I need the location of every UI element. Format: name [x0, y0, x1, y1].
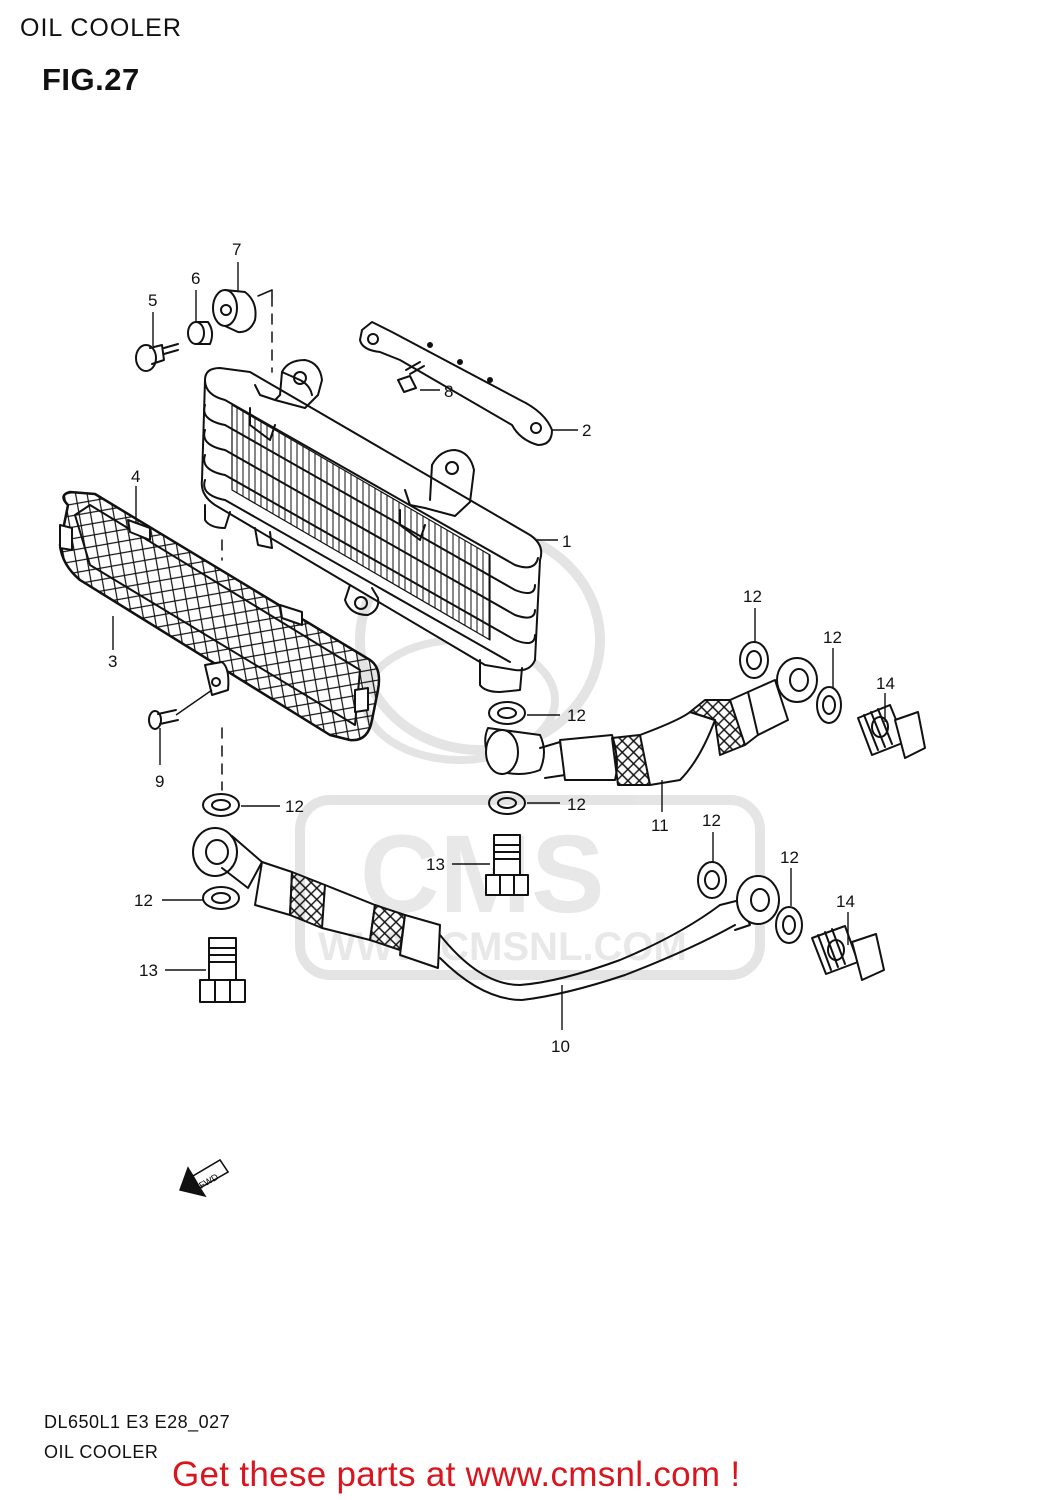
grommet-part-7 [212, 289, 257, 334]
callout-13-a: 13 [426, 855, 445, 874]
bolt-part-5 [135, 343, 179, 372]
callout-6: 6 [191, 269, 200, 288]
callout-13-b: 13 [139, 961, 158, 980]
callout-12-b: 12 [823, 628, 842, 647]
washer-part-12-c [488, 701, 526, 725]
washer-part-12-d [488, 791, 526, 815]
washer-part-12-h [775, 906, 803, 944]
callout-2: 2 [582, 421, 591, 440]
callout-4: 4 [131, 467, 140, 486]
union-bolt-part-13-b [199, 937, 246, 1003]
callout-3: 3 [108, 652, 117, 671]
washer-part-12-a [739, 641, 769, 679]
model-code: DL650L1 E3 E28_027 [44, 1412, 231, 1432]
washer-part-12-b [816, 686, 842, 724]
page-title: OIL COOLER [20, 14, 182, 42]
screen-guard-part-3 [58, 490, 381, 742]
washer-part-12-e [202, 793, 240, 817]
banjo-bolt-part-14-a [857, 704, 926, 759]
bracket-part-2 [359, 321, 553, 446]
callout-12-h: 12 [134, 891, 153, 910]
callout-12-f: 12 [702, 811, 721, 830]
collar-part-6 [187, 321, 214, 345]
callout-12-e: 12 [285, 797, 304, 816]
union-bolt-part-13-a [485, 834, 529, 896]
oil-hose-part-11 [484, 657, 818, 786]
callout-14-a: 14 [876, 674, 895, 693]
callout-12-d: 12 [567, 795, 586, 814]
callout-labels: 7 6 5 8 2 1 4 3 9 12 12 14 12 12 12 11 1… [108, 240, 895, 1056]
callout-14-b: 14 [836, 892, 855, 911]
screw-part-9 [148, 709, 179, 730]
figure-caption: OIL COOLER [44, 1442, 159, 1462]
callout-5: 5 [148, 291, 157, 310]
callout-12-a: 12 [743, 587, 762, 606]
callout-12-g: 12 [780, 848, 799, 867]
oil-hose-part-10 [192, 827, 780, 1001]
banjo-bolt-part-14-b [811, 925, 885, 981]
forward-direction-arrow-icon: FWD [179, 1158, 230, 1198]
callout-12-c: 12 [567, 706, 586, 725]
washer-part-12-f [202, 886, 240, 910]
figure-number: FIG.27 [42, 62, 140, 97]
callout-9: 9 [155, 772, 164, 791]
promo-link[interactable]: Get these parts at www.cmsnl.com ! [172, 1455, 741, 1494]
callout-1: 1 [562, 532, 571, 551]
callout-10: 10 [551, 1037, 570, 1056]
washer-part-12-g [697, 861, 727, 899]
bolt-part-8 [397, 361, 425, 393]
callout-11: 11 [651, 816, 669, 835]
oil-cooler-core [200, 359, 543, 693]
callout-8: 8 [444, 382, 453, 401]
callout-7: 7 [232, 240, 241, 259]
